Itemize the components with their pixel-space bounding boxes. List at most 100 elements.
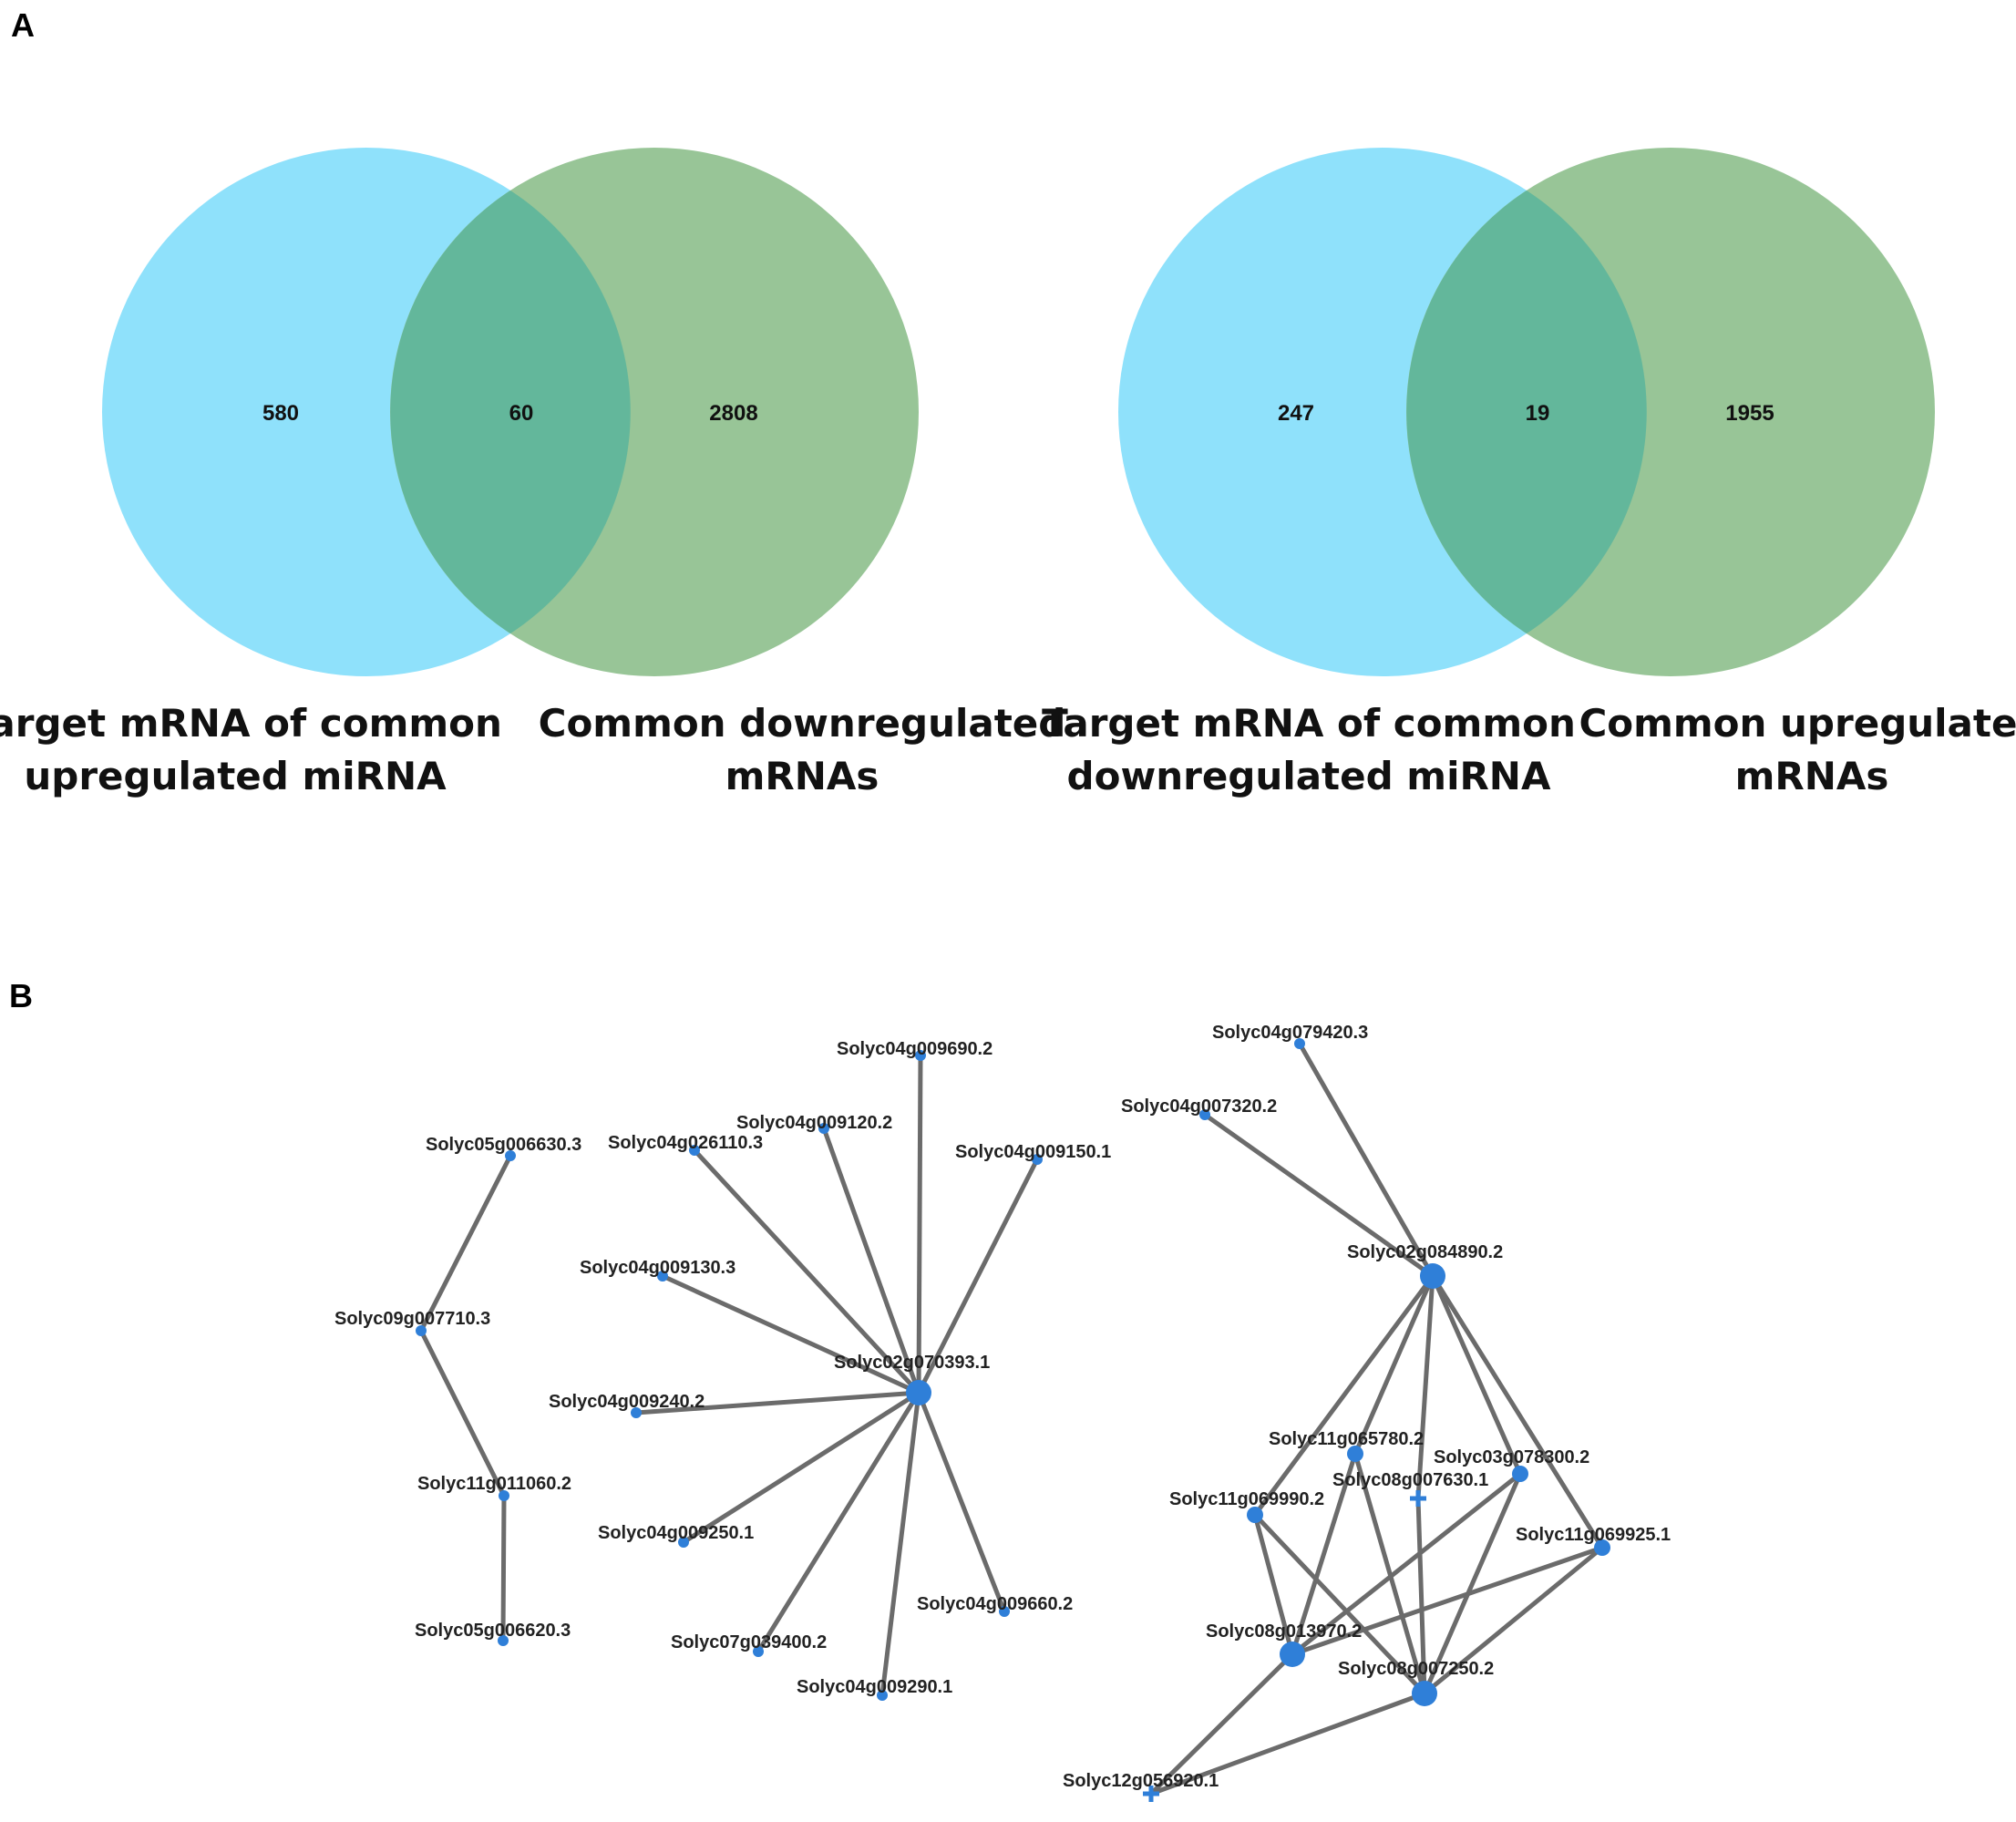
venn-diagram-1: 580 60 2808 Target mRNA of common upregu… <box>0 148 1065 798</box>
network-node-label: Solyc04g009690.2 <box>837 1039 993 1059</box>
network-edge <box>1148 1652 1295 1796</box>
network-node-label: Solyc05g006630.3 <box>426 1135 581 1155</box>
network-node <box>1410 1490 1426 1507</box>
network-node <box>499 1490 509 1501</box>
venn-2-left-label-line-1: Target mRNA of common <box>1042 701 1576 746</box>
venn-2-left-count: 247 <box>1278 401 1314 426</box>
network-edge <box>418 1153 513 1333</box>
network-node-label: Solyc05g006620.3 <box>415 1621 571 1641</box>
network-edge <box>660 1273 921 1395</box>
network-node <box>906 1380 931 1405</box>
network-node <box>1420 1263 1445 1289</box>
network-node <box>1199 1109 1210 1120</box>
network-edge <box>1290 1471 1523 1657</box>
network-node <box>689 1145 700 1156</box>
network-node <box>753 1646 764 1657</box>
network-edge <box>692 1148 921 1395</box>
network-node <box>416 1325 427 1336</box>
network-node-label: Solyc11g065780.2 <box>1269 1429 1424 1449</box>
network-node-label: Solyc04g026110.3 <box>608 1133 763 1153</box>
network-node <box>1294 1038 1305 1049</box>
venn-2-right-label-line-1: Common upregulated <box>1579 701 2016 746</box>
network-node-label: Solyc04g009120.2 <box>736 1113 892 1133</box>
network-node-label: Solyc04g009240.2 <box>549 1392 705 1412</box>
network-edge <box>1252 1512 1427 1696</box>
network-node-label: Solyc11g069925.1 <box>1516 1525 1671 1545</box>
network-node <box>678 1537 689 1548</box>
network-node-label: Solyc11g069990.2 <box>1169 1489 1324 1509</box>
network-edge <box>1422 1471 1523 1696</box>
venn-1-right-label-line-1: Common downregulated <box>539 701 1066 746</box>
venn-1-left-label-line-1: Target mRNA of common <box>0 701 502 746</box>
network-node-label: Solyc04g009290.1 <box>797 1677 952 1697</box>
network-node <box>877 1690 888 1701</box>
network-edge <box>1430 1273 1523 1477</box>
network-node <box>915 1050 926 1061</box>
network-edge <box>1297 1041 1435 1279</box>
network-nodes <box>416 1038 1610 1802</box>
network-node-label: Solyc09g007710.3 <box>334 1309 490 1329</box>
interaction-network: Solyc05g006630.3Solyc09g007710.3Solyc11g… <box>334 1023 1671 1802</box>
network-edge <box>1353 1451 1427 1696</box>
network-node <box>1143 1786 1159 1802</box>
network-node-label: Solyc04g009250.1 <box>598 1523 754 1543</box>
network-edge <box>633 1390 921 1415</box>
panel-a-label: A <box>11 6 35 44</box>
network-node-label: Solyc08g007630.1 <box>1332 1470 1488 1490</box>
network-edge <box>916 1157 1040 1395</box>
network-node <box>1347 1446 1363 1462</box>
network-node <box>999 1606 1010 1617</box>
network-edges <box>418 1041 1605 1796</box>
venn-1-right-label-line-2: mRNAs <box>725 754 879 798</box>
venn-2-left-label-line-2: downregulated miRNA <box>1067 754 1551 798</box>
network-node-label: Solyc02g084890.2 <box>1347 1242 1503 1262</box>
network-edge <box>879 1390 921 1698</box>
network-edge <box>1415 1273 1435 1501</box>
venn-2-right-label-line-2: mRNAs <box>1735 754 1889 798</box>
network-edge <box>1252 1273 1435 1518</box>
network-edge <box>916 1390 1007 1614</box>
network-edge <box>681 1390 921 1545</box>
network-edge <box>1415 1496 1427 1696</box>
venn-2-overlap <box>1406 190 1647 633</box>
network-edge <box>821 1126 921 1395</box>
network-node-label: Solyc04g079420.3 <box>1212 1023 1368 1043</box>
venn-diagram-2: 247 19 1955 Target mRNA of common downre… <box>1042 148 2016 798</box>
network-node <box>1032 1154 1043 1165</box>
network-node <box>505 1150 516 1161</box>
network-node-label: Solyc04g007320.2 <box>1121 1096 1277 1117</box>
network-node <box>818 1123 829 1134</box>
network-edge <box>1252 1512 1295 1657</box>
network-node-label: Solyc08g007250.2 <box>1338 1659 1494 1679</box>
venn-1-left-count: 580 <box>262 401 299 426</box>
network-labels: Solyc05g006630.3Solyc09g007710.3Solyc11g… <box>334 1023 1671 1791</box>
venn-2-overlap-count: 19 <box>1526 401 1550 426</box>
network-node-label: Solyc04g009660.2 <box>917 1594 1073 1614</box>
network-node-label: Solyc11g011060.2 <box>417 1474 571 1494</box>
network-node-label: Solyc12g056920.1 <box>1063 1771 1219 1791</box>
network-edge <box>1148 1691 1427 1796</box>
network-node <box>1247 1507 1263 1523</box>
venn-1-left-label-line-2: upregulated miRNA <box>24 754 447 798</box>
network-node <box>1280 1642 1305 1667</box>
network-node-label: Solyc03g078300.2 <box>1434 1447 1589 1467</box>
network-node-label: Solyc04g009130.3 <box>580 1258 735 1278</box>
network-edge <box>418 1328 507 1498</box>
network-edge <box>1430 1273 1605 1550</box>
network-edge <box>916 1053 923 1395</box>
network-node <box>1412 1681 1437 1706</box>
panel-b-label: B <box>9 977 33 1014</box>
network-edge <box>1353 1273 1435 1457</box>
network-edge <box>1290 1545 1605 1657</box>
network-edge <box>756 1390 921 1654</box>
network-node-label: Solyc08g013970.2 <box>1206 1621 1362 1642</box>
network-node <box>498 1635 509 1646</box>
network-edge <box>500 1493 507 1643</box>
network-node-label: Solyc04g009150.1 <box>955 1142 1111 1162</box>
network-node-label: Solyc02g070393.1 <box>834 1353 990 1373</box>
venn-1-overlap-count: 60 <box>509 401 534 426</box>
network-node <box>1594 1539 1610 1556</box>
network-node <box>631 1407 642 1418</box>
venn-1-right-count: 2808 <box>709 401 757 426</box>
